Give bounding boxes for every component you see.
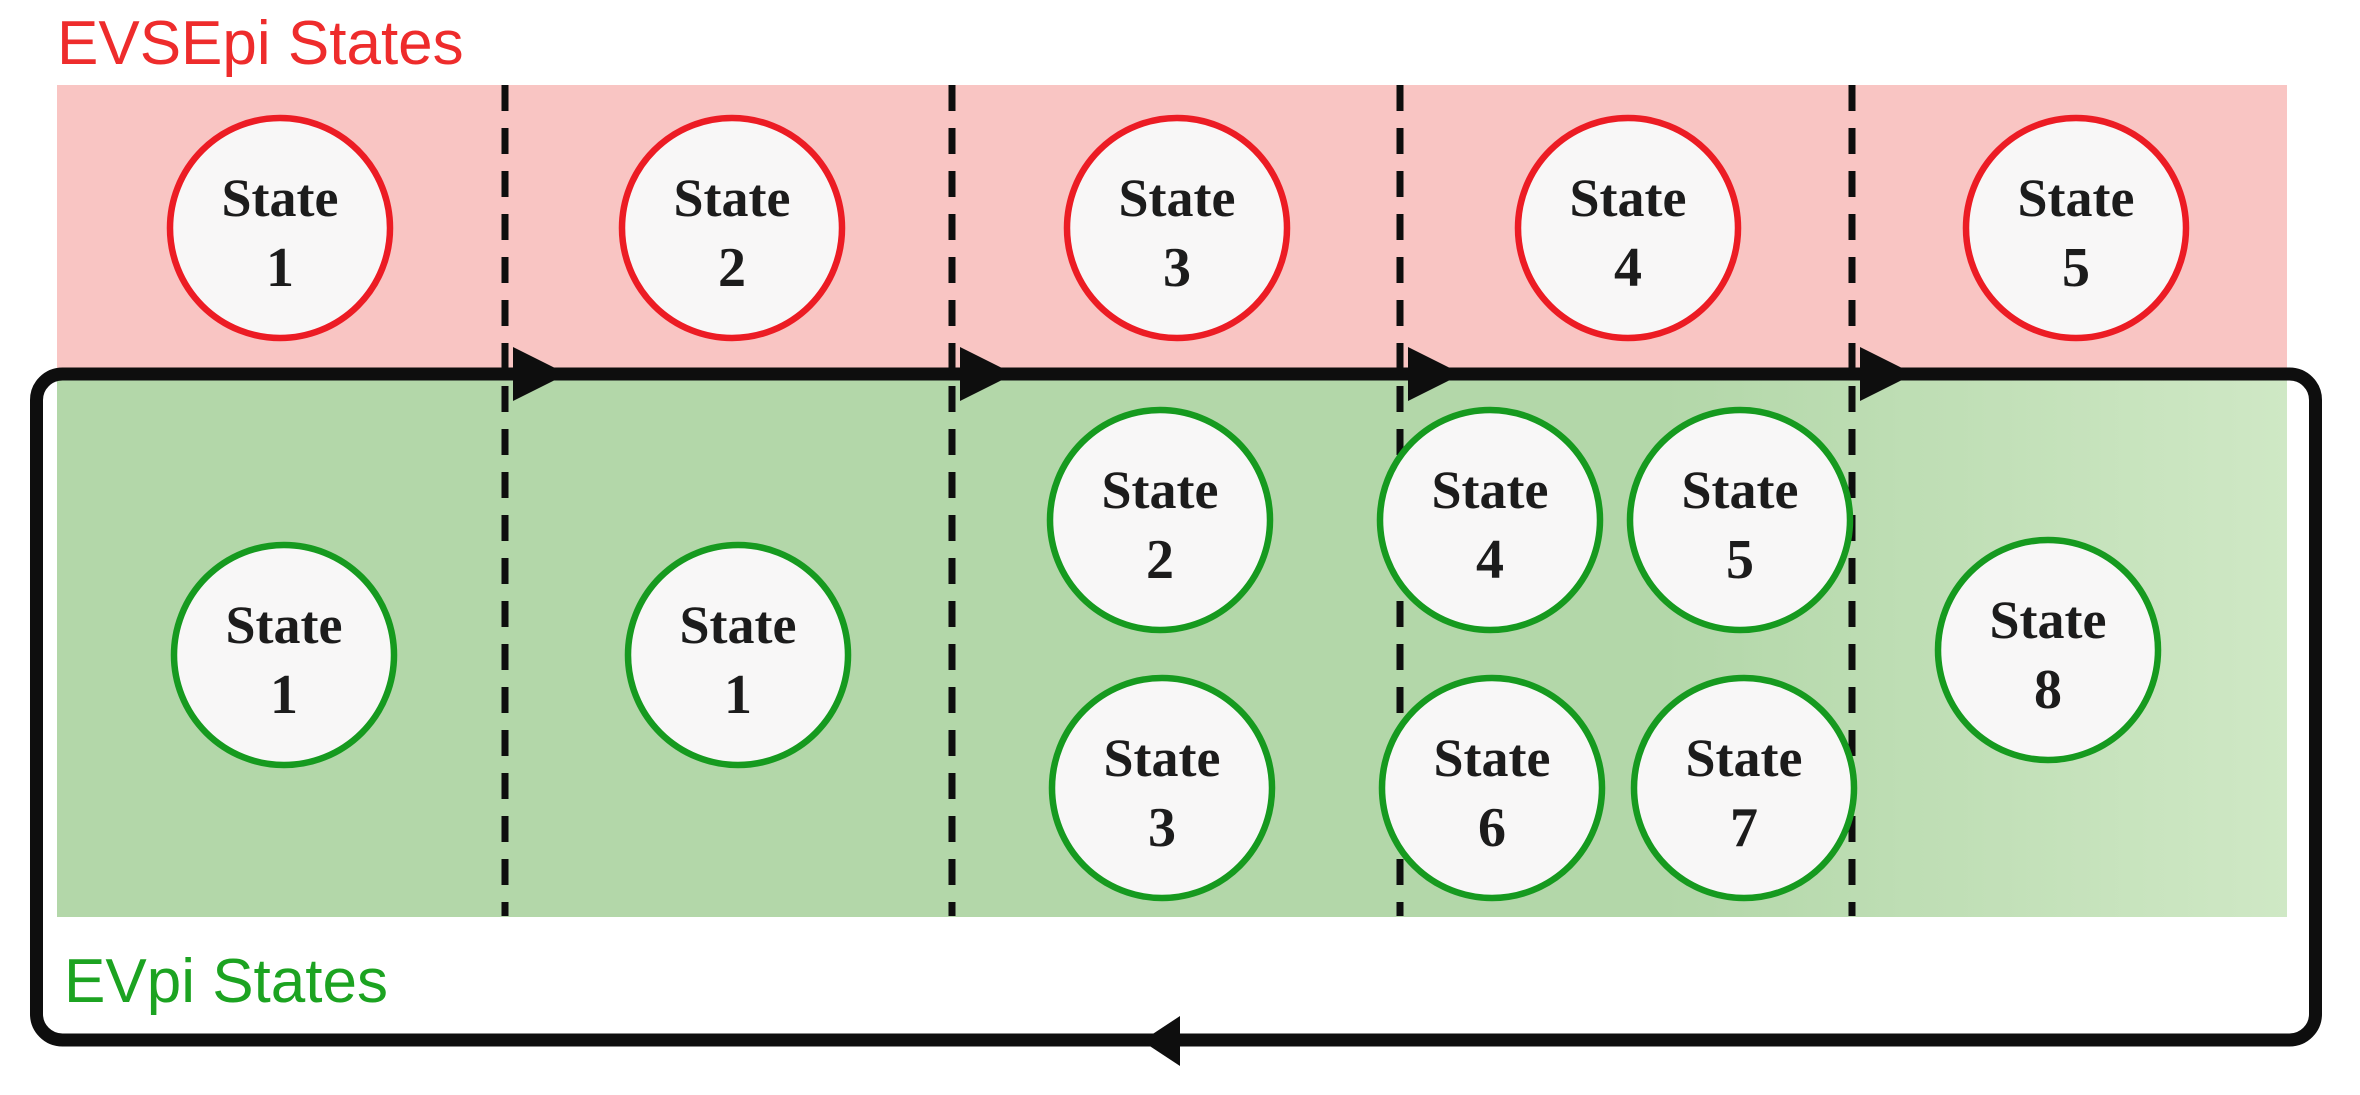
evse-state-3-circle: State 3 [1063, 114, 1291, 342]
evse-state-4-word: State [1570, 168, 1687, 228]
ev-state-8-num: 8 [2034, 659, 2062, 721]
evse-state-3-word: State [1119, 168, 1236, 228]
evse-state-5-ring [1962, 114, 2190, 342]
ev-state-5-circle: State 5 [1626, 406, 1854, 634]
ev-state-2-num: 2 [1146, 529, 1174, 591]
ev-state-2-circle: State 2 [1046, 406, 1274, 634]
evse-state-2-ring [618, 114, 846, 342]
ev-state-6-word: State [1434, 728, 1551, 788]
evpi-band-label: EVpi States [64, 947, 388, 1016]
ev-state-3-ring [1048, 674, 1276, 902]
ev-state-6-ring [1378, 674, 1606, 902]
ev-state-8-word: State [1990, 590, 2107, 650]
ev-state-5-ring [1626, 406, 1854, 634]
ev-state-7-word: State [1686, 728, 1803, 788]
ev-state-1a-word: State [226, 595, 343, 655]
flow-arrow-left-icon [1142, 1016, 1180, 1066]
ev-state-4-num: 4 [1476, 529, 1504, 591]
ev-state-7-circle: State 7 [1630, 674, 1858, 902]
ev-state-1a-ring [170, 541, 398, 769]
evse-state-4-circle: State 4 [1514, 114, 1742, 342]
evsepi-band-label: EVSEpi States [57, 9, 464, 78]
evse-state-2-word: State [674, 168, 791, 228]
ev-state-2-word: State [1102, 460, 1219, 520]
evse-state-2-num: 2 [718, 237, 746, 299]
ev-state-2-ring [1046, 406, 1274, 634]
evse-state-5-num: 5 [2062, 237, 2090, 299]
evse-state-4-num: 4 [1614, 237, 1642, 299]
ev-state-5-word: State [1682, 460, 1799, 520]
ev-state-7-ring [1630, 674, 1858, 902]
ev-state-8-circle: State 8 [1934, 536, 2162, 764]
ev-state-6-circle: State 6 [1378, 674, 1606, 902]
evse-state-3-ring [1063, 114, 1291, 342]
flow-arrow-right-4-icon [1860, 347, 1914, 401]
ev-state-1b-ring [624, 541, 852, 769]
ev-state-3-circle: State 3 [1048, 674, 1276, 902]
ev-state-3-word: State [1104, 728, 1221, 788]
flow-arrow-right-3-icon [1408, 347, 1462, 401]
ev-state-6-num: 6 [1478, 797, 1506, 859]
ev-state-3-num: 3 [1148, 797, 1176, 859]
evse-state-1-word: State [222, 168, 339, 228]
evse-state-2-circle: State 2 [618, 114, 846, 342]
ev-state-4-ring [1376, 406, 1604, 634]
ev-state-5-num: 5 [1726, 529, 1754, 591]
evse-state-4-ring [1514, 114, 1742, 342]
evse-state-1-ring [166, 114, 394, 342]
ev-state-8-ring [1934, 536, 2162, 764]
ev-state-4-word: State [1432, 460, 1549, 520]
evse-state-5-circle: State 5 [1962, 114, 2190, 342]
ev-state-1b-num: 1 [724, 664, 752, 726]
evse-state-1-circle: State 1 [166, 114, 394, 342]
ev-state-1a-circle: State 1 [170, 541, 398, 769]
ev-state-7-num: 7 [1730, 797, 1758, 859]
flow-arrow-right-1-icon [513, 347, 567, 401]
flow-arrow-right-2-icon [960, 347, 1014, 401]
evse-state-1-num: 1 [266, 237, 294, 299]
ev-state-1b-word: State [680, 595, 797, 655]
ev-state-1b-circle: State 1 [624, 541, 852, 769]
evse-state-5-word: State [2018, 168, 2135, 228]
ev-state-4-circle: State 4 [1376, 406, 1604, 634]
ev-state-1a-num: 1 [270, 664, 298, 726]
evse-state-3-num: 3 [1163, 237, 1191, 299]
